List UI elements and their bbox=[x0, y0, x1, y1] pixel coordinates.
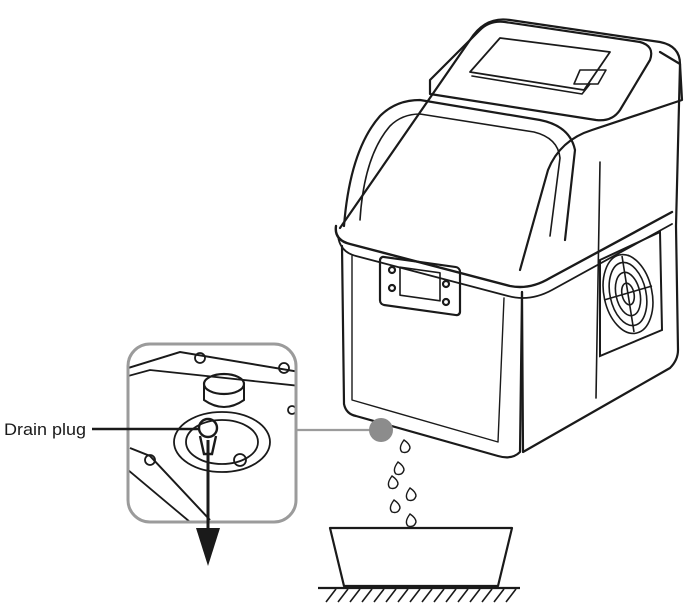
drain-arrow bbox=[196, 440, 220, 566]
callout-frame bbox=[126, 342, 298, 524]
control-panel bbox=[378, 255, 462, 317]
ground-surface bbox=[318, 586, 520, 603]
water-droplets bbox=[387, 439, 417, 528]
fan-grille bbox=[599, 230, 664, 358]
drain-callout-inset bbox=[126, 342, 298, 524]
ice-maker-body bbox=[334, 18, 684, 459]
lid bbox=[428, 20, 653, 122]
drain-plug-label: Drain plug bbox=[4, 420, 86, 439]
drain-container bbox=[328, 526, 514, 588]
drain-location-marker bbox=[296, 418, 393, 442]
